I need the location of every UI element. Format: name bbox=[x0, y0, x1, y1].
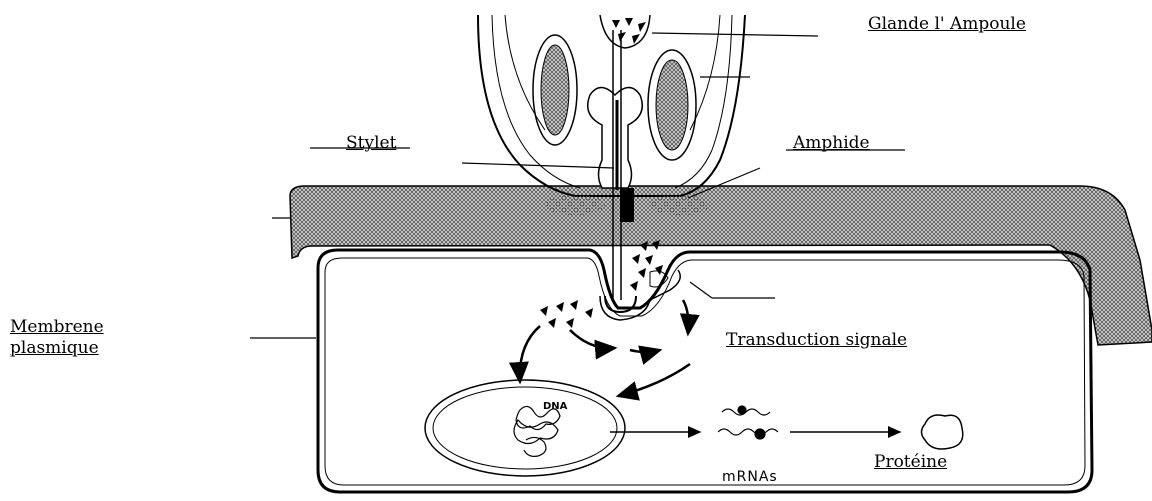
label-transduction-signale: Transduction signale bbox=[726, 330, 907, 350]
label-glande-ampoule: Glande l' Ampoule bbox=[868, 14, 1026, 34]
nematode-head bbox=[478, 15, 745, 215]
label-dna: DNA bbox=[543, 397, 567, 417]
label-plasmique: plasmique bbox=[10, 338, 99, 358]
protein-shape bbox=[922, 415, 963, 449]
mrna-strands bbox=[718, 406, 778, 439]
cell-wall bbox=[290, 186, 1152, 345]
label-mrnas: mRNAs bbox=[722, 467, 778, 487]
label-amphide: Amphide bbox=[793, 133, 870, 153]
label-membrene: Membrene bbox=[10, 317, 104, 337]
effector-cluster bbox=[540, 300, 593, 328]
nucleus bbox=[425, 380, 625, 476]
plasma-membrane bbox=[318, 250, 1092, 492]
label-proteine: Protéine bbox=[874, 452, 947, 472]
label-stylet: Stylet bbox=[346, 133, 396, 153]
